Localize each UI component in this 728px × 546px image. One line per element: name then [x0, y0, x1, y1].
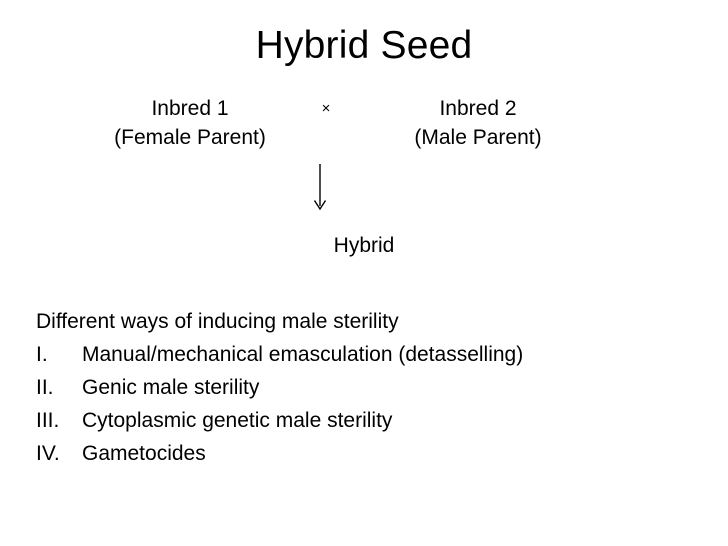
- page-title: Hybrid Seed: [255, 24, 473, 67]
- list-item-marker: IV.: [36, 442, 60, 465]
- list-item: II. Genic male sterility: [36, 371, 696, 404]
- cross-multiplication-icon: ×: [321, 100, 331, 117]
- down-arrow-graphic: [313, 164, 327, 211]
- female-parent-block: Inbred 1 (Female Parent): [60, 94, 320, 152]
- female-parent-name: Inbred 1: [151, 97, 229, 120]
- list-item-label: Genic male sterility: [82, 376, 260, 399]
- sterility-heading: Different ways of inducing male sterilit…: [36, 310, 399, 333]
- male-parent-role: (Male Parent): [414, 126, 542, 149]
- list-item-marker: III.: [36, 409, 60, 432]
- cross-diagram: Inbred 1 (Female Parent) × Inbred 2 (Mal…: [0, 94, 728, 274]
- female-parent-role: (Female Parent): [114, 126, 266, 149]
- list-item-label: Manual/mechanical emasculation (detassel…: [82, 343, 524, 366]
- list-item-marker: I.: [36, 343, 48, 366]
- male-parent-name: Inbred 2: [439, 97, 517, 120]
- body-content: Different ways of inducing male sterilit…: [36, 305, 696, 470]
- list-item: III. Cytoplasmic genetic male sterility: [36, 404, 696, 437]
- list-item: I. Manual/mechanical emasculation (detas…: [36, 338, 696, 371]
- down-arrow-icon: [296, 164, 344, 216]
- list-item-marker: II.: [36, 376, 54, 399]
- list-item-label: Gametocides: [82, 442, 206, 465]
- list-item-label: Cytoplasmic genetic male sterility: [82, 409, 393, 432]
- list-item: IV. Gametocides: [36, 437, 696, 470]
- male-parent-block: Inbred 2 (Male Parent): [348, 94, 608, 152]
- sterility-methods-list: I. Manual/mechanical emasculation (detas…: [36, 338, 696, 470]
- hybrid-result-label: Hybrid: [333, 234, 395, 257]
- parent-row: Inbred 1 (Female Parent) × Inbred 2 (Mal…: [0, 94, 728, 156]
